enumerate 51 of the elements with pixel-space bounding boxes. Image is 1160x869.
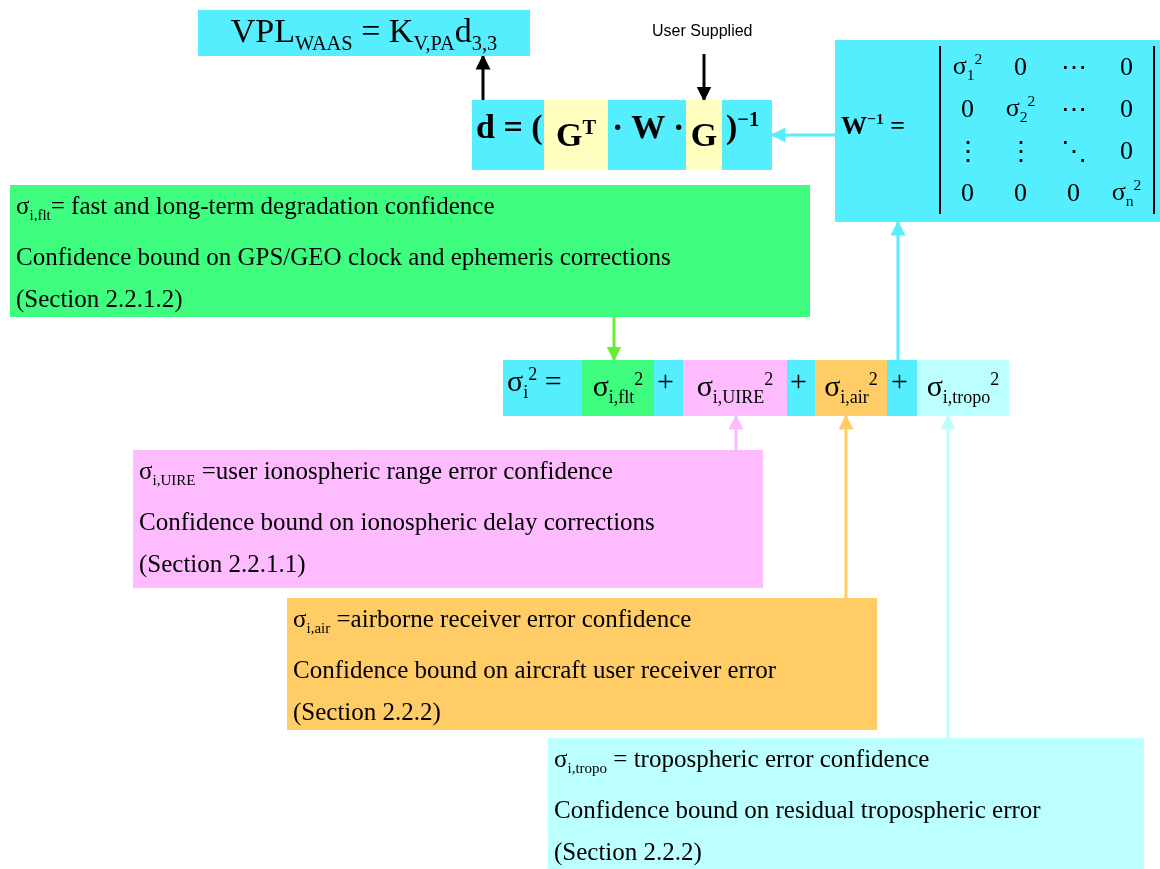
formula-text: σ$_{i}$$^{2}$ = [507,364,562,403]
matrix-entry: 0 [1119,51,1134,83]
matrix-box [835,40,1160,222]
formula-text: W$^{−1}$ = [841,110,905,141]
arrow [475,54,491,100]
description-text: Confidence bound on residual tropospheric error [554,795,1042,825]
arrow [838,414,854,598]
matrix-entry: ⋮ [1006,135,1035,168]
formula-text: · W · [612,108,685,146]
formula-text: + [790,364,807,398]
formula-text: + [891,364,908,398]
matrix-entry: 0 [1119,135,1134,167]
section-reference: (Section 2.2.1.2) [16,284,184,315]
equation-box [503,360,1009,416]
description-box [10,185,810,317]
description-text: Confidence bound on GPS/GEO clock and ephemeris corrections [16,242,672,272]
description-box [133,450,763,588]
formula-text: )$^{−1}$ [726,108,760,147]
arrow [606,317,622,362]
arrow [940,414,956,738]
matrix-entry: ⋯ [1059,51,1088,84]
highlighted-term: G [686,100,722,170]
description-box [548,738,1144,869]
section-reference: (Section 2.2.2) [554,837,703,868]
annotation-text: User Supplied [652,8,753,54]
section-reference: (Section 2.2.2) [293,697,442,728]
formula-box: VPL$_{WAAS}$ = K$_{V,PA}$d$_{3,3}$ [198,10,530,56]
matrix-entry: 0 [960,93,975,125]
arrow [728,414,744,450]
arrow [890,220,906,360]
matrix-entry: 0 [1013,51,1028,83]
matrix-entry: ⋱ [1059,135,1088,168]
formula-box [472,100,772,170]
definition-text: σ$_{i,UIRE}$ =user ionospheric range error confidence [139,456,614,490]
definition-text: σ$_{i,air}$ =airborne receiver error confidence [293,604,693,638]
arrow [696,54,712,102]
definition-text: σ$_{i,flt}$= fast and long-term degradation confidence [16,191,496,225]
matrix-entry: 0 [960,177,975,209]
formula-text: d = ( [476,108,543,146]
highlighted-term: G$^{T}$ [544,100,608,170]
matrix-entry: 0 [1066,177,1081,209]
definition-text: σ$_{i,tropo}$ = tropospheric error confidence [554,744,931,778]
description-text: Confidence bound on aircraft user receiver error [293,655,778,685]
matrix-entry: 0 [1013,177,1028,209]
matrix-entry: ⋮ [953,135,982,168]
section-reference: (Section 2.2.1.1) [139,549,307,580]
description-text: Confidence bound on ionospheric delay corrections [139,507,656,537]
description-box [287,598,877,730]
formula-text: + [657,364,674,398]
matrix-entry: ⋯ [1059,93,1088,126]
matrix-entry: 0 [1119,93,1134,125]
